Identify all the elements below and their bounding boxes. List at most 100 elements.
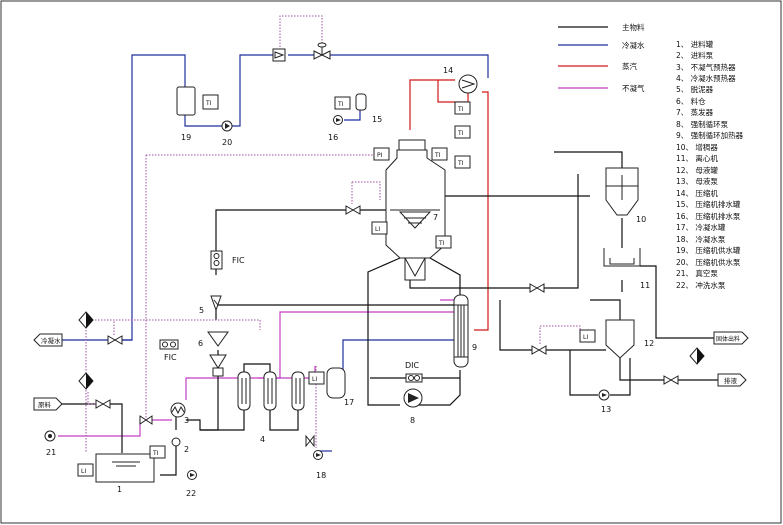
valve-discharge (529, 283, 545, 293)
label-fic-mid: FIC (164, 353, 177, 362)
instrument-li-1: LI (77, 463, 94, 477)
equipment-number: 17 (344, 398, 354, 407)
valve-evap-feed (345, 205, 361, 215)
legend: 主物料 冷凝水 蒸汽 不凝气 (558, 22, 645, 93)
fic-meter-mid (159, 339, 179, 350)
equipment-list-item: 5、 脱泥器 (676, 84, 714, 94)
instrument-li-7: LI (371, 221, 388, 235)
equipment-list-item: 13、 母液泵 (676, 176, 718, 186)
legend-label-main-material: 主物料 (622, 22, 645, 32)
instrument-ti-7c: TI (431, 147, 448, 161)
equipment-number: 2 (184, 445, 189, 454)
equipment-list-item: 3、 不凝气预热器 (676, 62, 736, 72)
centrifuge (603, 248, 641, 267)
valve-condensate-pump (305, 434, 315, 448)
equipment-number: 19 (181, 133, 191, 142)
svg-text:冷凝水: 冷凝水 (41, 336, 61, 345)
valve-return (531, 345, 547, 355)
equipment-number: 6 (198, 339, 203, 348)
equipment-list-item: 1、 进料罐 (676, 39, 714, 49)
equipment-number: 21 (46, 448, 56, 457)
equipment-list-item: 9、 强制循环加热器 (676, 130, 744, 140)
equipment-list-item: 2、 进料泵 (676, 50, 714, 60)
drain-pump (333, 115, 343, 125)
circulation-pump (403, 388, 423, 408)
instrument-ti-7e: TI (435, 235, 452, 249)
svg-text:LI: LI (312, 376, 317, 383)
svg-text:TI: TI (457, 130, 464, 137)
legend-label-condensate: 冷凝水 (622, 40, 645, 50)
mother-liquor-tank (605, 319, 635, 359)
equipment-numbers: 1 2 3 4 5 6 7 8 9 10 11 12 13 14 15 16 1… (46, 66, 654, 498)
equipment-number: 13 (601, 405, 611, 414)
svg-text:TI: TI (205, 100, 212, 107)
circulation-heater (453, 294, 469, 368)
equipment-list-item: 15、 压缩机排水罐 (676, 199, 741, 209)
equipment-number: 7 (433, 213, 438, 222)
label-fic-top: FIC (232, 256, 245, 265)
equipment-list-item: 17、 冷凝水罐 (676, 222, 726, 232)
equipment-list-item: 21、 真空泵 (676, 268, 718, 278)
equipment-number: 15 (372, 115, 382, 124)
equipment-number: 11 (640, 281, 650, 290)
valve-condensate-out (107, 335, 123, 345)
equipment-number: 14 (443, 66, 453, 75)
equipment-list-item: 6、 料仓 (676, 96, 706, 106)
equipment-number: 5 (199, 306, 204, 315)
tag-condensate-out: 冷凝水 (33, 333, 63, 347)
compressor-supply-tank (176, 86, 196, 116)
equipment-number: 8 (410, 416, 415, 425)
supply-pump (221, 120, 233, 132)
instrument-li-12: LI (579, 329, 596, 343)
svg-text:TI: TI (457, 106, 464, 113)
equipment-number: 18 (316, 471, 326, 480)
fic-meter-top (210, 250, 223, 270)
instrument-ti-7a: TI (454, 101, 471, 115)
equipment-list-item: 18、 冷凝水泵 (676, 234, 726, 244)
equipment-number: 22 (186, 489, 196, 498)
equipment-list-item: 22、 冲洗水泵 (676, 280, 726, 290)
text-labels: FIC FIC DIC (164, 256, 420, 370)
svg-text:LI: LI (375, 226, 380, 233)
svg-text:TI: TI (438, 240, 445, 247)
feed-pump (171, 437, 181, 447)
equipment-number: 16 (328, 133, 338, 142)
equipment-list-item: 11、 离心机 (676, 153, 718, 163)
svg-text:TI: TI (337, 101, 344, 108)
instrument-li-17: LI (308, 371, 325, 385)
equipment-number: 20 (222, 138, 232, 147)
equipment-number: 12 (644, 339, 654, 348)
equipment-list-item: 14、 压缩机 (676, 188, 718, 198)
instrument-pi-7: PI (373, 147, 390, 161)
desludger (210, 295, 222, 312)
safety-diamonds (78, 311, 705, 390)
equipment-number: 9 (472, 343, 477, 352)
tag-feed: 原料 (33, 397, 63, 411)
legend-label-steam: 蒸汽 (622, 61, 637, 71)
evaporator (385, 139, 446, 281)
equipment-list-item: 4、 冷凝水预热器 (676, 73, 736, 83)
equipment-number: 1 (117, 485, 122, 494)
dic-instrument (405, 373, 423, 383)
equipment-number: 3 (184, 416, 189, 425)
condensate-tank (326, 367, 346, 399)
instrument-ti-7d: TI (454, 155, 471, 169)
feed-tank (95, 453, 155, 483)
instrument-boxes: TI TI TI TI PI TI TI LI TI LI LI TI LI (77, 94, 596, 477)
thickener (605, 167, 639, 216)
equipment-list-item: 7、 蒸发器 (676, 107, 714, 117)
instrument-ti-19: TI (202, 94, 219, 110)
valve-gas (139, 415, 153, 425)
legend-label-noncondensable: 不凝气 (622, 83, 645, 93)
condensate-pump (313, 450, 323, 460)
vacuum-pump (44, 430, 56, 442)
equipment-list-item: 8、 强制循环泵 (676, 119, 729, 129)
equipment-list-item: 19、 压缩机供水罐 (676, 245, 741, 255)
equipment-list: 1、 进料罐 2、 进料泵 3、 不凝气预热器 4、 冷凝水预热器 5、 脱泥器… (676, 39, 744, 290)
equipment-number: 4 (260, 435, 265, 444)
equipment-list-item: 10、 增稠器 (676, 142, 718, 152)
condensate-preheaters (237, 371, 305, 411)
svg-text:固体出料: 固体出料 (716, 335, 740, 343)
